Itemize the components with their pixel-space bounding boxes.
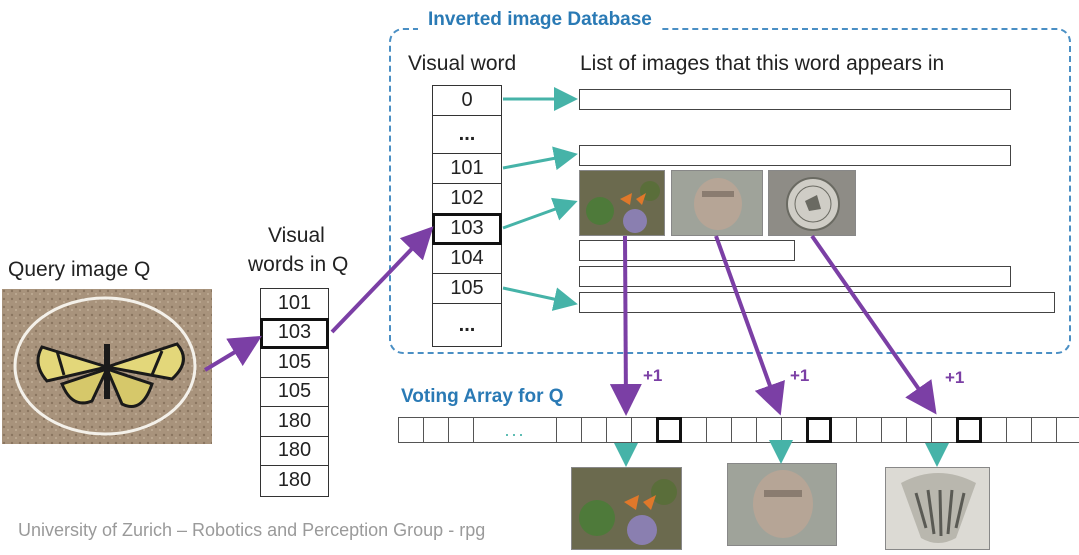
inverted-database-title: Inverted image Database <box>418 9 662 31</box>
posting-list-bar <box>579 89 1011 110</box>
vote-cell <box>1031 417 1057 443</box>
result-portrait-image <box>727 463 837 546</box>
vote-increment-label: +1 <box>790 366 810 385</box>
vote-cell <box>581 417 607 443</box>
database-word-cell: 102 <box>433 184 501 214</box>
flower-butterfly-thumbnail <box>579 170 665 236</box>
result-flower-butterfly-image <box>571 467 682 550</box>
vote-cell <box>423 417 449 443</box>
vote-cell <box>831 417 857 443</box>
query-word-cell: 180 <box>261 407 328 437</box>
database-word-cell-highlighted: 103 <box>432 213 502 245</box>
query-butterfly-image <box>2 289 212 444</box>
vote-cell <box>706 417 732 443</box>
vote-increment-label: +1 <box>643 366 663 385</box>
database-words-column: 0 ... 101 102 103 104 105 ... <box>432 85 502 347</box>
visual-word-heading: Visual word <box>408 52 517 75</box>
vote-cell <box>981 417 1007 443</box>
database-word-cell: 104 <box>433 244 501 274</box>
vote-cell <box>398 417 424 443</box>
database-word-ellipsis: ... <box>433 116 501 154</box>
query-words-column: 101 103 105 105 180 180 180 <box>260 288 329 497</box>
posting-list-bar <box>579 266 1011 287</box>
voting-array: ... <box>398 417 1079 443</box>
footer-credit: University of Zurich – Robotics and Perc… <box>18 520 486 540</box>
database-word-cell: 0 <box>433 86 501 116</box>
visual-words-heading-line1: Visual <box>268 224 325 247</box>
portrait-thumbnail <box>671 170 763 236</box>
vote-cell <box>606 417 632 443</box>
arrow-query-to-q103 <box>203 335 262 372</box>
vote-cell <box>906 417 932 443</box>
vote-cell-highlighted <box>656 417 682 443</box>
vote-ellipsis: ... <box>473 417 557 443</box>
voting-array-title: Voting Array for Q <box>401 386 564 407</box>
database-word-ellipsis: ... <box>458 313 476 336</box>
vote-cell <box>731 417 757 443</box>
visual-words-heading-line2: words in Q <box>248 253 349 276</box>
query-word-cell-highlighted: 103 <box>260 317 329 349</box>
posting-list-bar <box>579 240 795 261</box>
posting-list-bar <box>579 145 1011 166</box>
vote-cell <box>631 417 657 443</box>
vote-cell <box>881 417 907 443</box>
vote-cell-highlighted <box>956 417 982 443</box>
vote-increment-label: +1 <box>945 368 965 387</box>
query-image-label: Query image Q <box>8 258 151 281</box>
database-word-cell: 105 <box>433 274 501 304</box>
query-word-cell: 105 <box>261 378 328 407</box>
query-word-cell: 101 <box>261 289 328 319</box>
vote-cell-highlighted <box>806 417 832 443</box>
vote-cell <box>681 417 707 443</box>
query-word-cell: 180 <box>261 437 328 466</box>
vote-cell <box>856 417 882 443</box>
database-word-cell: 101 <box>433 154 501 184</box>
vote-cell <box>448 417 474 443</box>
image-list-heading: List of images that this word appears in <box>580 52 945 75</box>
vote-cell <box>931 417 957 443</box>
posting-list-bar <box>579 292 1055 313</box>
seal-thumbnail <box>768 170 856 236</box>
vote-cell <box>1006 417 1032 443</box>
query-word-cell: 105 <box>261 348 328 378</box>
vote-cell <box>781 417 807 443</box>
query-word-cell: 180 <box>277 469 312 492</box>
vote-cell <box>556 417 582 443</box>
vote-cell <box>756 417 782 443</box>
result-seal-image <box>885 467 990 550</box>
vote-cell <box>1056 417 1079 443</box>
